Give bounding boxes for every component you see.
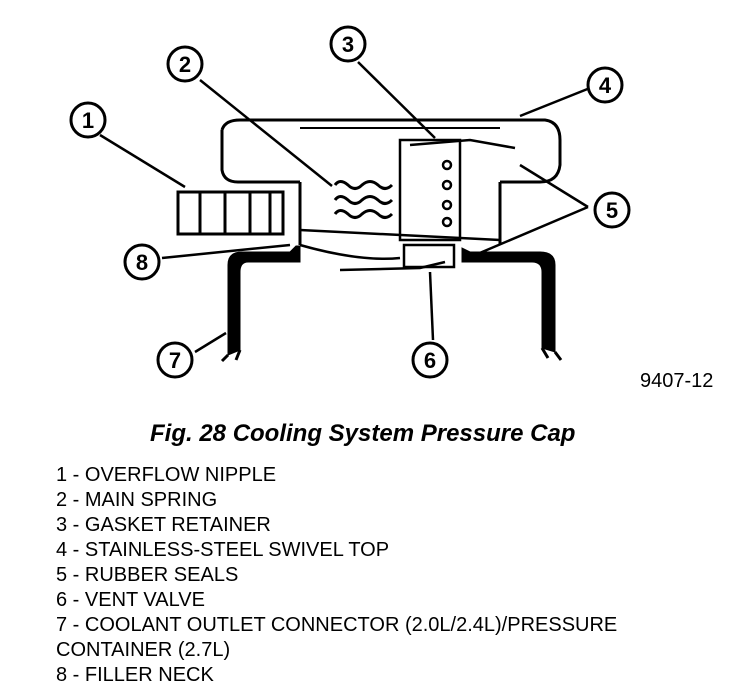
figure-id: 9407-12 — [640, 370, 714, 392]
legend-item: 5 - RUBBER SEALS — [56, 564, 239, 586]
callout-labels: 1 2 3 4 5 6 7 8 — [82, 32, 618, 373]
callout-label-2: 2 — [179, 52, 191, 77]
figure-caption: Fig. 28 Cooling System Pressure Cap — [150, 420, 576, 447]
callout-6 — [411, 341, 449, 379]
cap-internals — [299, 138, 516, 272]
legend-item: 4 - STAINLESS-STEEL SWIVEL TOP — [56, 539, 390, 561]
callout-label-5: 5 — [606, 198, 618, 223]
filler-neck — [220, 245, 563, 363]
callout-markers — [69, 25, 631, 379]
legend-list: 1 - OVERFLOW NIPPLE 2 - MAIN SPRING 3 - … — [56, 463, 736, 688]
callout-label-3: 3 — [342, 32, 354, 57]
legend-item: 2 - MAIN SPRING — [56, 489, 218, 511]
legend-item: 6 - VENT VALVE — [56, 589, 205, 611]
overflow-nipple — [176, 190, 285, 236]
callout-1 — [69, 101, 107, 139]
legend-item: 8 - FILLER NECK — [56, 664, 214, 686]
legend-item: 1 - OVERFLOW NIPPLE — [56, 464, 277, 486]
callout-label-4: 4 — [599, 73, 612, 98]
legend-item: 3 - GASKET RETAINER — [56, 514, 271, 536]
callout-3 — [329, 25, 367, 63]
callout-label-6: 6 — [424, 348, 436, 373]
callout-8 — [123, 243, 161, 281]
leader-lines — [99, 61, 591, 354]
callout-label-8: 8 — [136, 250, 148, 275]
swivel-top — [220, 118, 562, 245]
pressure-cap-diagram: 1 2 3 4 5 6 7 8 — [69, 25, 631, 379]
callout-5 — [593, 191, 631, 229]
callout-label-7: 7 — [169, 348, 181, 373]
callout-2 — [166, 45, 204, 83]
callout-label-1: 1 — [82, 108, 94, 133]
callout-4 — [586, 66, 624, 104]
legend-item: 7 - COOLANT OUTLET CONNECTOR (2.0L/2.4L)… — [56, 614, 618, 661]
callout-7 — [156, 341, 194, 379]
main-spring — [333, 180, 394, 219]
